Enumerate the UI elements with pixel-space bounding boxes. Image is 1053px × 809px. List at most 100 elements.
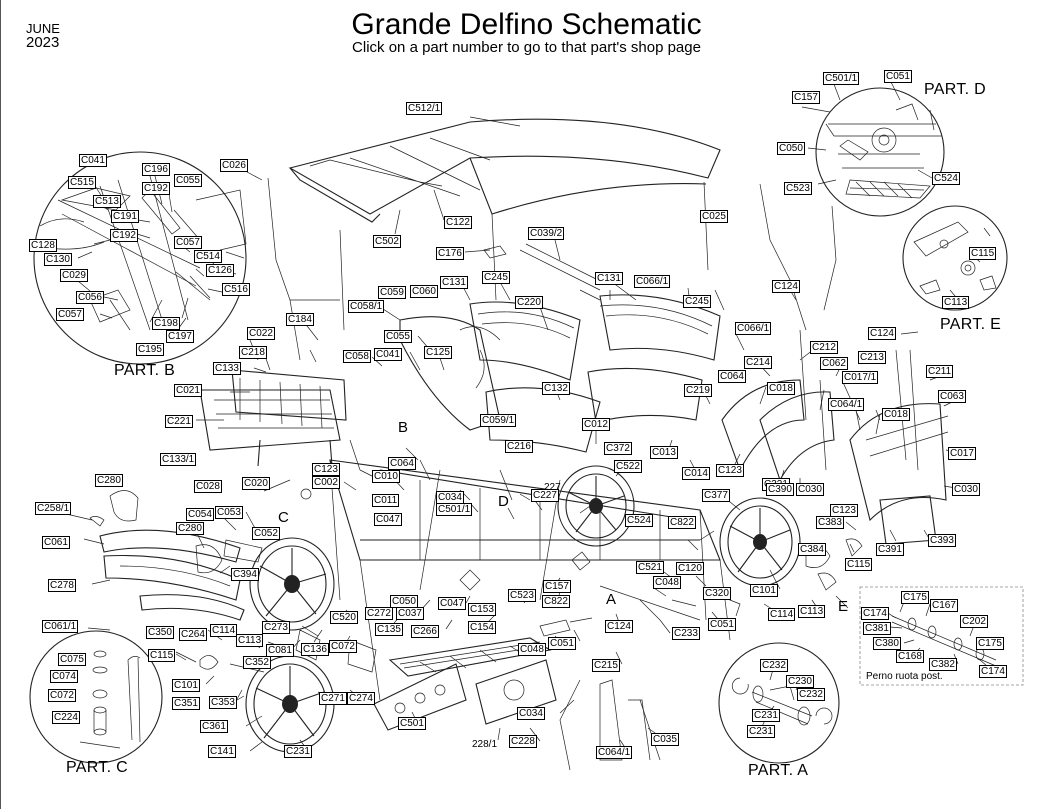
part-number-link[interactable]: C141 (208, 745, 236, 758)
part-number-link[interactable]: C002 (312, 476, 340, 489)
part-number-link[interactable]: C030 (952, 483, 980, 496)
part-number-link[interactable]: C245 (683, 295, 711, 308)
part-number-link[interactable]: C228 (509, 735, 537, 748)
part-number-link[interactable]: C231 (752, 709, 780, 722)
part-number-link[interactable]: C061/1 (42, 620, 79, 633)
part-number-link[interactable]: C393 (928, 534, 956, 547)
part-number-link[interactable]: C216 (505, 440, 533, 453)
part-number-link[interactable]: C157 (543, 580, 571, 593)
part-number-link[interactable]: C125 (424, 346, 452, 359)
part-number-link[interactable]: C380 (873, 637, 901, 650)
part-number-link[interactable]: C010 (372, 470, 400, 483)
part-number-link[interactable]: C523 (508, 589, 536, 602)
part-number-link[interactable]: C115 (148, 649, 176, 662)
part-number-link[interactable]: C214 (744, 356, 772, 369)
part-number-link[interactable]: C020 (242, 477, 270, 490)
part-number-link[interactable]: C230 (786, 675, 814, 688)
part-number-link[interactable]: C059 (378, 286, 406, 299)
part-number-link[interactable]: C523 (784, 182, 812, 195)
part-number-link[interactable]: C126 (206, 264, 234, 277)
part-number-link[interactable]: C051 (548, 637, 576, 650)
part-number-link[interactable]: C130 (44, 253, 72, 266)
part-number-link[interactable]: C041 (374, 348, 402, 361)
part-number-link[interactable]: C361 (200, 720, 228, 733)
part-number-link[interactable]: C133/1 (160, 453, 197, 466)
part-number-link[interactable]: C066/1 (735, 322, 772, 335)
part-number-link[interactable]: C391 (876, 543, 904, 556)
part-number-link[interactable]: C218 (239, 346, 267, 359)
part-number-link[interactable]: C114 (210, 624, 238, 637)
part-number-link[interactable]: C192 (142, 182, 170, 195)
part-number-link[interactable]: C037 (396, 607, 424, 620)
part-number-link[interactable]: C132 (542, 382, 570, 395)
part-number-link[interactable]: C224 (52, 711, 80, 724)
part-number-link[interactable]: C123 (716, 464, 744, 477)
part-number-link[interactable]: C122 (444, 216, 472, 229)
part-number-link[interactable]: C184 (286, 313, 314, 326)
part-number-link[interactable]: C115 (969, 247, 997, 260)
part-number-link[interactable]: C120 (676, 562, 704, 575)
part-number-link[interactable]: C377 (702, 489, 730, 502)
part-number-link[interactable]: C245 (482, 271, 510, 284)
part-number-link[interactable]: C280 (95, 474, 123, 487)
part-number-link[interactable]: C524 (932, 172, 960, 185)
part-number-link[interactable]: C064 (718, 370, 746, 383)
part-number-link[interactable]: C515 (68, 176, 96, 189)
part-number-link[interactable]: C219 (684, 384, 712, 397)
part-number-link[interactable]: C227 (531, 489, 559, 502)
part-number-link[interactable]: C066/1 (634, 275, 671, 288)
part-number-link[interactable]: C352 (243, 656, 271, 669)
part-number-link[interactable]: C197 (166, 330, 194, 343)
part-number-link[interactable]: C133 (213, 362, 241, 375)
part-number-link[interactable]: C136 (301, 643, 329, 656)
part-number-link[interactable]: C501 (398, 717, 426, 730)
part-number-link[interactable]: C050 (777, 142, 805, 155)
part-number-link[interactable]: C113 (798, 605, 826, 618)
part-number-link[interactable]: C381 (863, 622, 891, 635)
part-number-link[interactable]: C017 (948, 447, 976, 460)
part-number-link[interactable]: C013 (650, 446, 678, 459)
part-number-link[interactable]: C064/1 (828, 398, 865, 411)
part-number-link[interactable]: C022 (247, 327, 275, 340)
part-number-link[interactable]: C513 (93, 195, 121, 208)
part-number-link[interactable]: C521 (636, 561, 664, 574)
part-number-link[interactable]: C081 (266, 644, 294, 657)
part-number-link[interactable]: C115 (845, 558, 873, 571)
part-number-link[interactable]: C195 (136, 343, 164, 356)
part-number-link[interactable]: C074 (50, 670, 78, 683)
part-number-link[interactable]: C035 (651, 733, 679, 746)
part-number-link[interactable]: C048 (653, 576, 681, 589)
part-number-link[interactable]: C047 (438, 597, 466, 610)
part-number-link[interactable]: C123 (312, 463, 340, 476)
part-number-link[interactable]: C124 (605, 620, 633, 633)
part-number-link[interactable]: C072 (48, 689, 76, 702)
part-number-link[interactable]: C176 (436, 247, 464, 260)
part-number-link[interactable]: C047 (374, 513, 402, 526)
part-number-link[interactable]: C502 (373, 235, 401, 248)
part-number-link[interactable]: C128 (29, 239, 57, 252)
part-number-link[interactable]: C175 (901, 591, 929, 604)
part-number-link[interactable]: C168 (896, 650, 924, 663)
part-number-link[interactable]: C154 (468, 621, 496, 634)
part-number-link[interactable]: C220 (515, 296, 543, 309)
part-number-link[interactable]: C501/1 (436, 503, 473, 516)
part-number-link[interactable]: C153 (468, 603, 496, 616)
part-number-link[interactable]: C524 (625, 514, 653, 527)
part-number-link[interactable]: C383 (816, 516, 844, 529)
part-number-link[interactable]: C039/2 (528, 227, 565, 240)
part-number-link[interactable]: C273 (262, 621, 290, 634)
part-number-link[interactable]: C512/1 (406, 102, 443, 115)
part-number-link[interactable]: C072 (329, 640, 357, 653)
part-number-link[interactable]: C057 (56, 308, 84, 321)
part-number-link[interactable]: C123 (830, 504, 858, 517)
part-number-link[interactable]: C167 (930, 599, 958, 612)
part-number-link[interactable]: C191 (111, 210, 139, 223)
part-number-link[interactable]: C231 (747, 725, 775, 738)
part-number-link[interactable]: C063 (938, 390, 966, 403)
part-number-link[interactable]: C390 (766, 483, 794, 496)
part-number-link[interactable]: C822 (542, 595, 570, 608)
part-number-link[interactable]: C202 (960, 615, 988, 628)
part-number-link[interactable]: C064/1 (596, 746, 633, 759)
part-number-link[interactable]: C058 (343, 350, 371, 363)
part-number-link[interactable]: C822 (668, 516, 696, 529)
